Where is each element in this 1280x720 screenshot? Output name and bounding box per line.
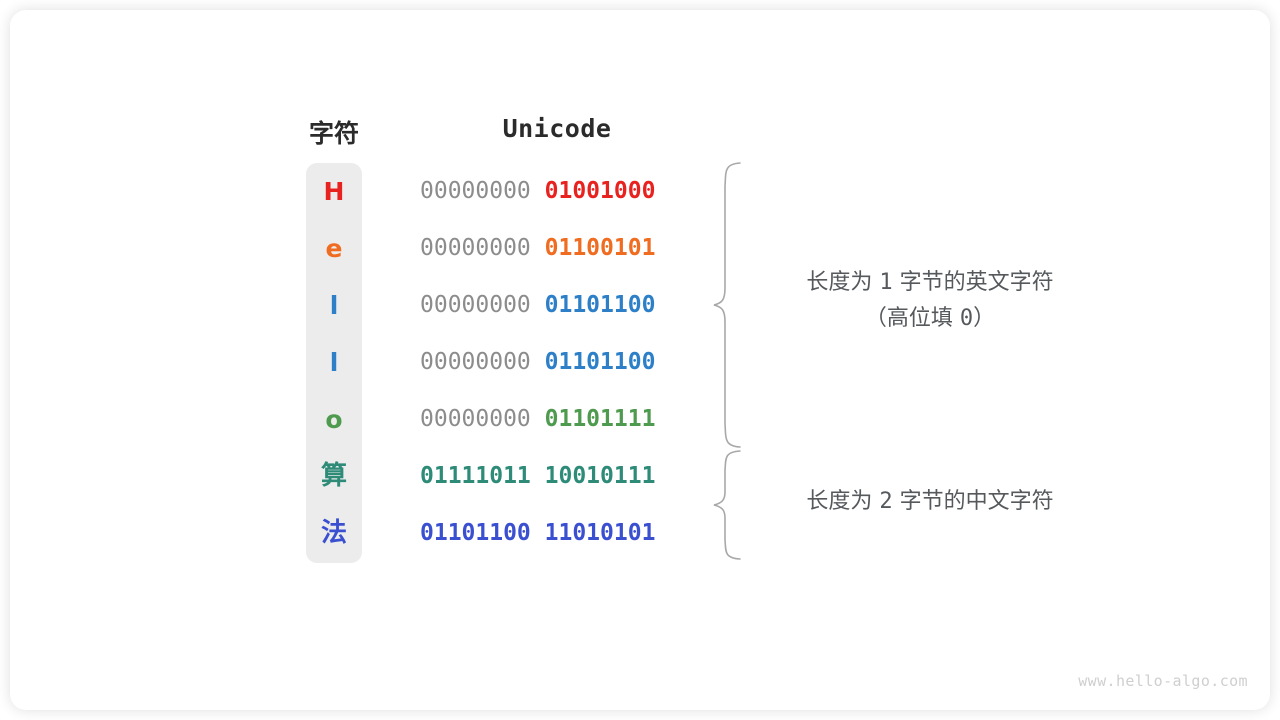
unicode-bits-cell: 00000000 01101100: [420, 277, 720, 334]
unicode-bits-cell: 01111011 10010111: [420, 448, 720, 505]
annot1-line2-suffix: ）: [973, 306, 996, 331]
character-cell: o: [325, 405, 343, 434]
character-cell: 法: [320, 518, 347, 548]
annot1-line2-prefix: （高位填: [864, 306, 960, 331]
column-header-unicode: Unicode: [502, 114, 612, 143]
unicode-bits-cell: 01101100 11010101: [420, 505, 720, 562]
annot1-prefix: 长度为: [806, 270, 880, 295]
annot1-line2-number: 0: [959, 306, 974, 331]
unicode-bits-cell: 00000000 01100101: [420, 220, 720, 277]
annotation-two-byte: 长度为 2 字节的中文字符: [760, 484, 1100, 520]
table-row: l 00000000 01101100: [0, 277, 1280, 334]
character-cell: l: [329, 291, 339, 320]
table-row: 算 01111011 10010111: [0, 448, 1280, 505]
unicode-bits-cell: 00000000 01101111: [420, 391, 720, 448]
high-byte: 00000000: [420, 406, 531, 432]
high-byte: 01111011: [420, 463, 531, 489]
table-row: l 00000000 01101100: [0, 334, 1280, 391]
low-byte: 01101111: [544, 406, 656, 432]
high-byte: 00000000: [420, 178, 531, 204]
table-row: H 00000000 01001000: [0, 163, 1280, 220]
watermark: www.hello-algo.com: [1078, 672, 1248, 690]
character-column-background: [306, 163, 362, 563]
low-byte: 10010111: [544, 463, 656, 489]
table-row: o 00000000 01101111: [0, 391, 1280, 448]
low-byte: 11010101: [544, 520, 656, 546]
high-byte: 01101100: [420, 520, 531, 546]
character-cell: e: [325, 234, 343, 263]
content-card: [10, 10, 1270, 710]
annot1-suffix: 字节的英文字符: [892, 270, 1054, 295]
column-header-character: 字符: [308, 120, 359, 148]
low-byte: 01101100: [544, 349, 656, 375]
unicode-bits-cell: 00000000 01101100: [420, 334, 720, 391]
high-byte: 00000000: [420, 235, 531, 261]
annot1-number: 1: [879, 270, 893, 295]
low-byte: 01100101: [544, 235, 656, 261]
character-cell: H: [323, 177, 345, 206]
high-byte: 00000000: [420, 292, 531, 318]
annotation-one-byte-line2: （高位填 0）: [760, 301, 1100, 337]
annot2-number: 2: [879, 489, 893, 514]
annotation-one-byte: 长度为 1 字节的英文字符 （高位填 0）: [760, 265, 1100, 337]
annotation-two-byte-line1: 长度为 2 字节的中文字符: [760, 484, 1100, 520]
annot2-suffix: 字节的中文字符: [892, 489, 1054, 514]
table-row: 法 01101100 11010101: [0, 505, 1280, 562]
low-byte: 01001000: [544, 178, 656, 204]
character-cell: l: [329, 348, 339, 377]
low-byte: 01101100: [544, 292, 656, 318]
annot2-prefix: 长度为: [806, 489, 880, 514]
high-byte: 00000000: [420, 349, 531, 375]
unicode-bits-cell: 00000000 01001000: [420, 163, 720, 220]
character-cell: 算: [320, 461, 347, 491]
annotation-one-byte-line1: 长度为 1 字节的英文字符: [760, 265, 1100, 301]
table-row: e 00000000 01100101: [0, 220, 1280, 277]
